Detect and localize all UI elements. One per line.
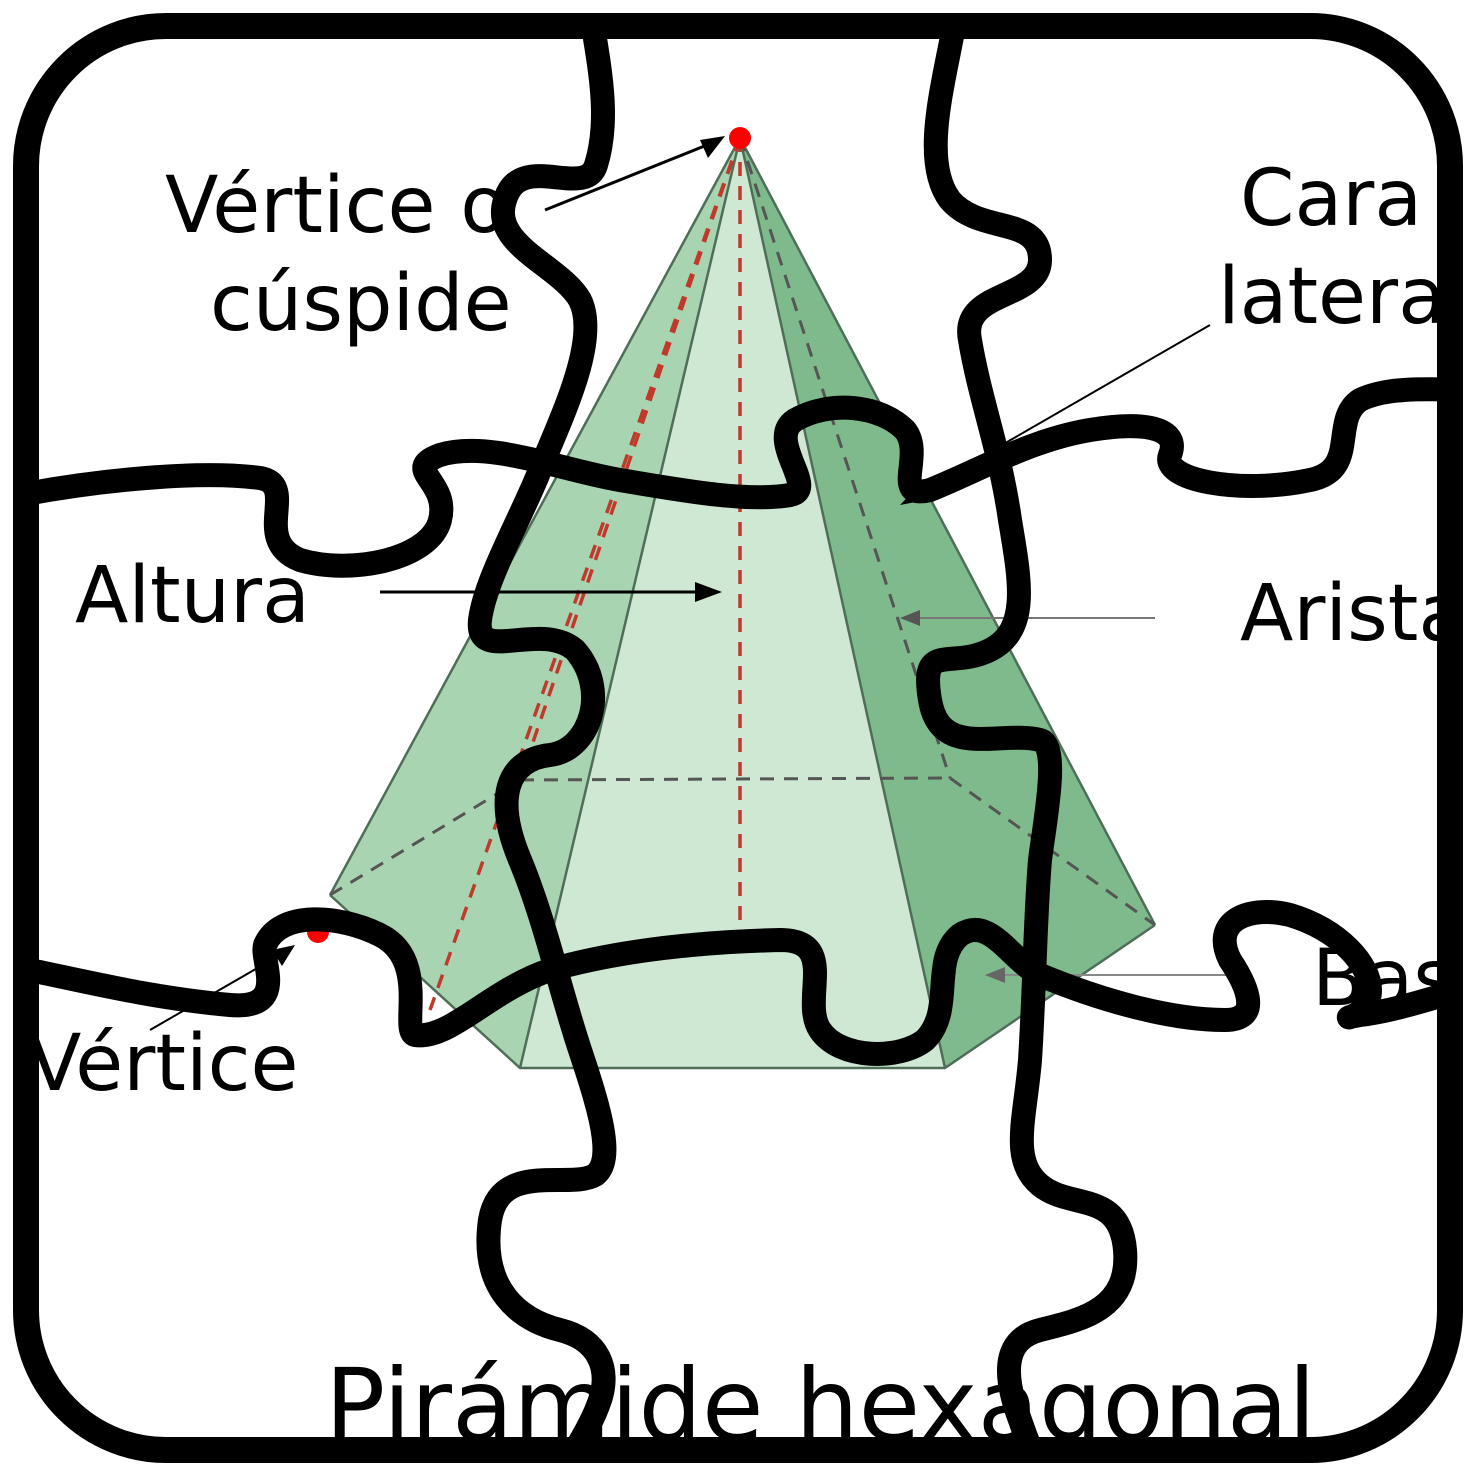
apex-label-line1: Vértice o	[165, 161, 508, 251]
vertex-label: Vértice	[28, 1019, 299, 1109]
height-label: Altura	[75, 551, 310, 641]
apex-dot	[729, 127, 751, 149]
puzzle-cut-vertical-right	[928, 20, 1125, 1477]
lateral-face-label-line1: Cara	[1240, 154, 1422, 244]
apex-label-line2: cúspide	[210, 259, 512, 349]
edge-label: Arista	[1240, 569, 1466, 659]
lateral-face-label-line2: lateral	[1218, 252, 1468, 342]
